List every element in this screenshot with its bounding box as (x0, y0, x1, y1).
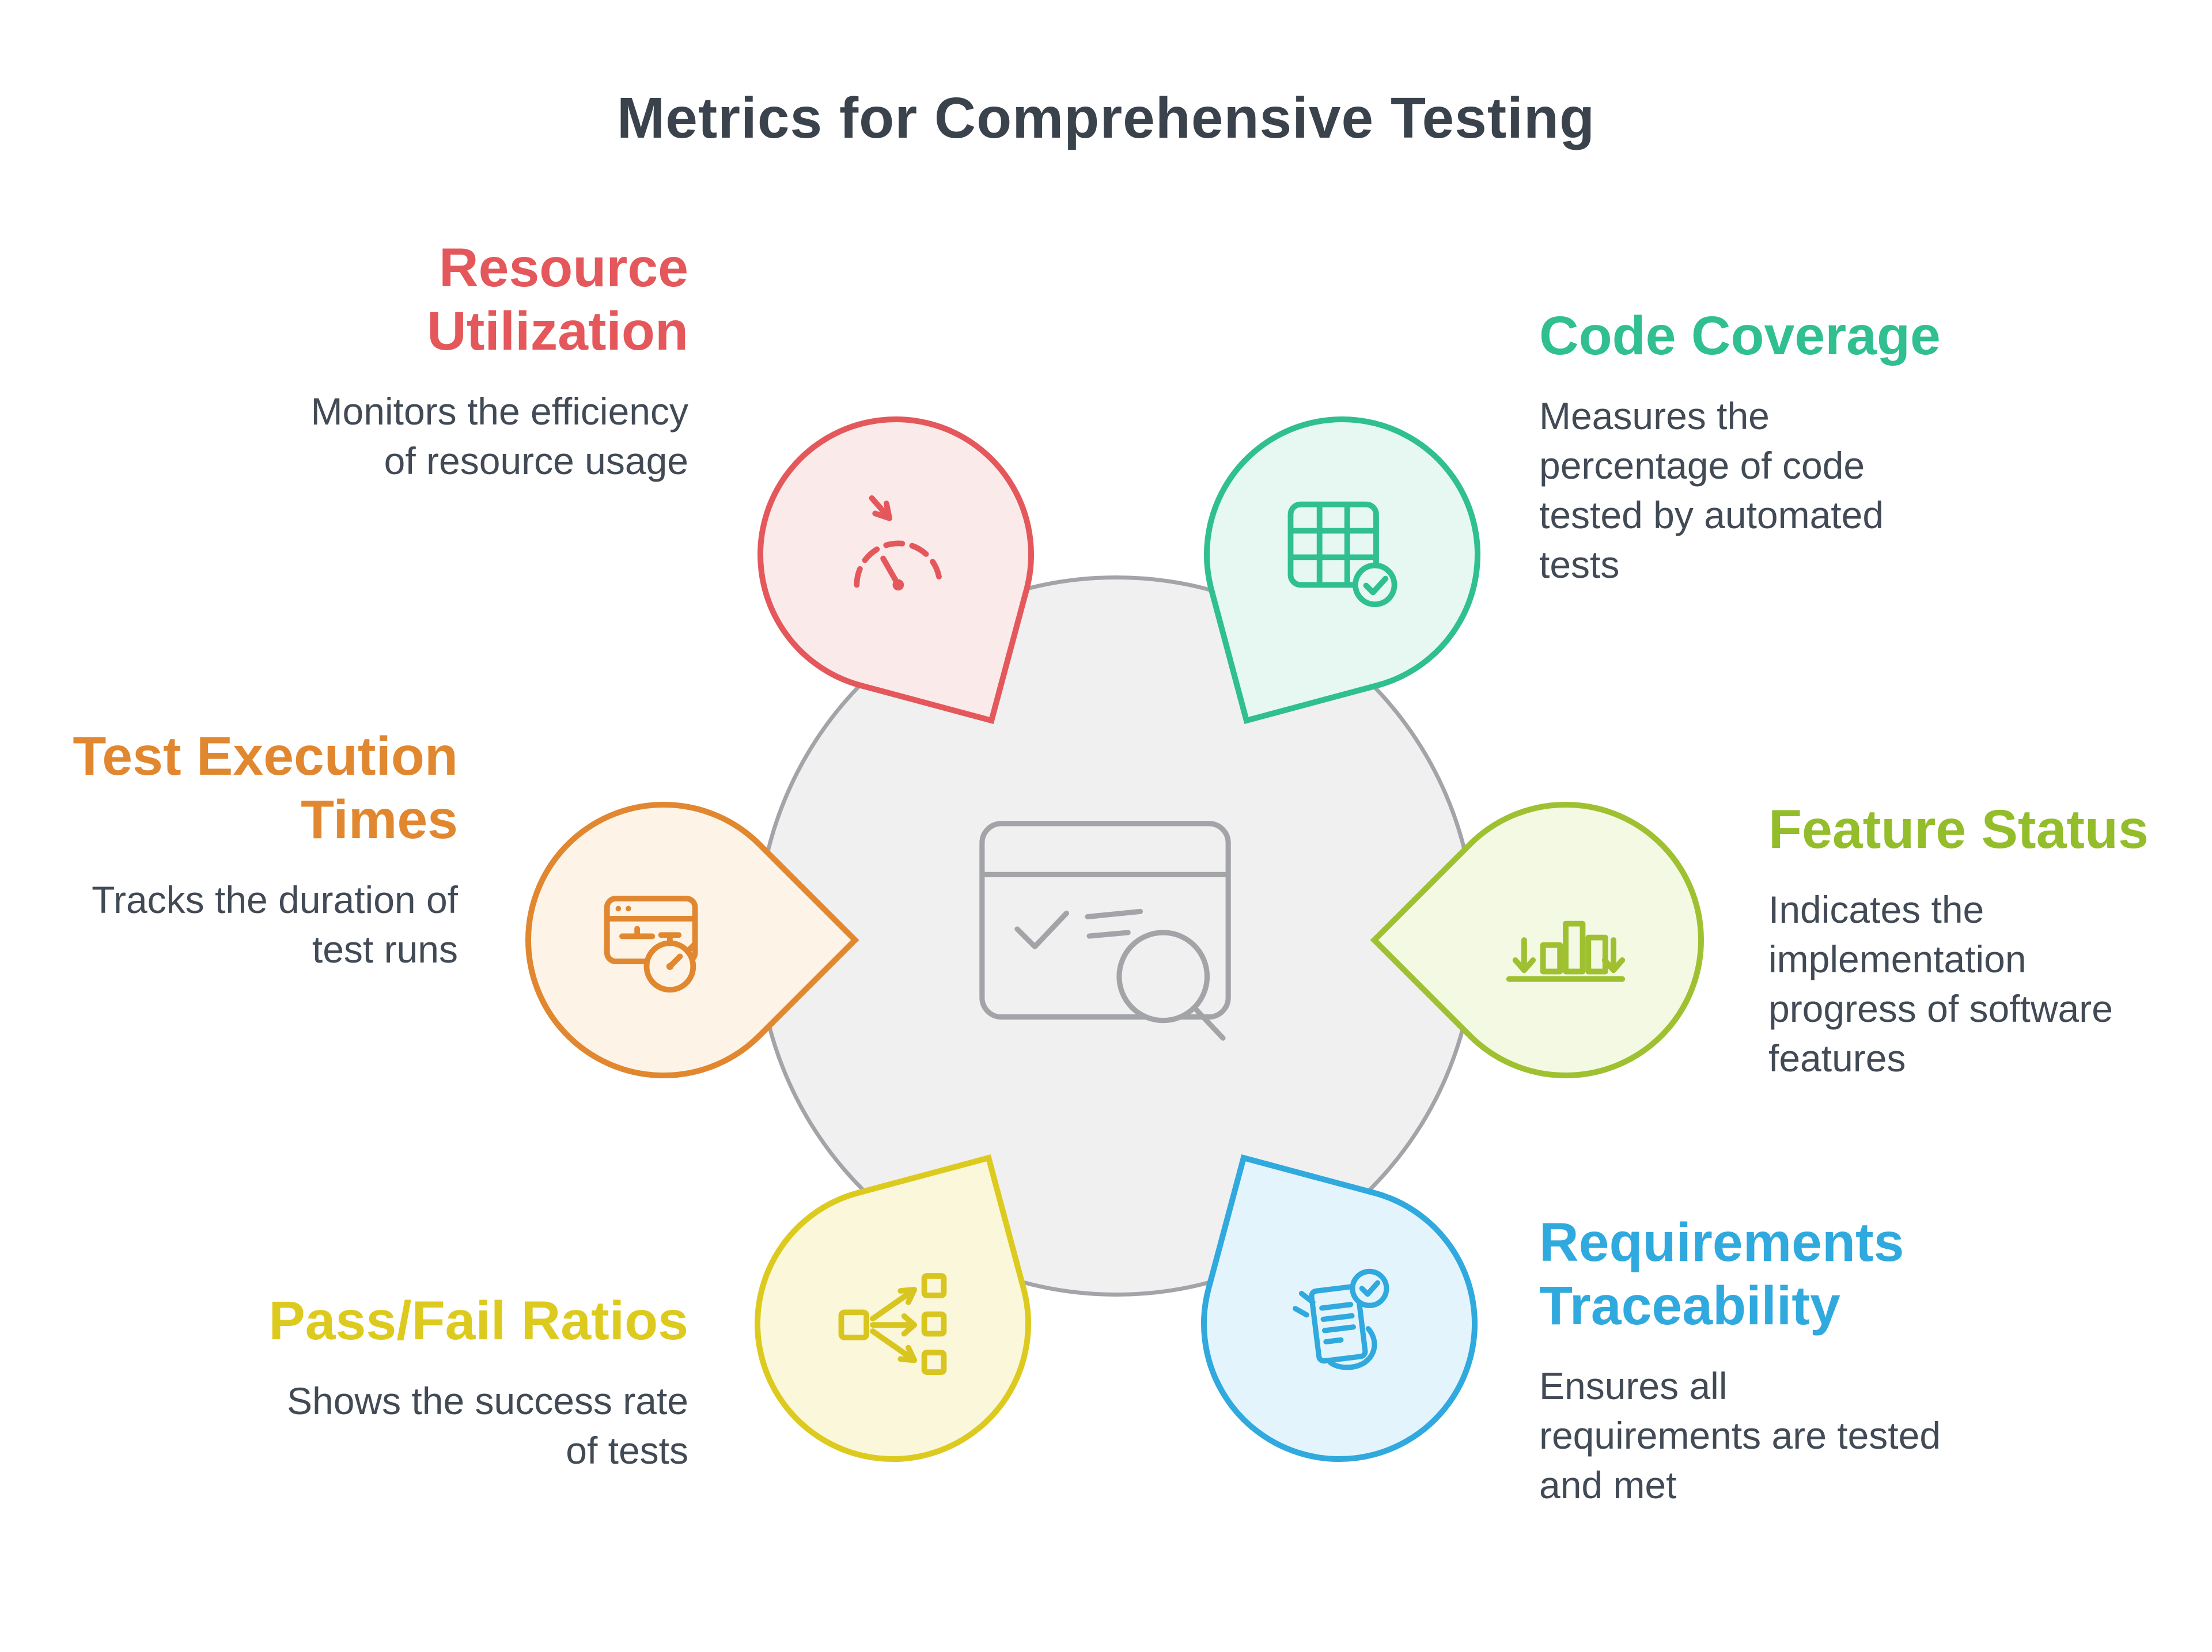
metric-description: Measures the percentage of code tested b… (1539, 395, 1884, 586)
metric-pin-requirements-traceability (1170, 1154, 1509, 1493)
metric-pin-feature-status (1370, 744, 1762, 1136)
metric-description: Ensures all requirements are tested and … (1539, 1365, 1941, 1506)
metric-label-resource-utilization: Resource Utilization Monitors the effici… (311, 236, 688, 486)
metric-heading: Test Execution Times (73, 726, 458, 851)
metric-pin-code-coverage (1173, 385, 1512, 724)
metric-heading: Code Coverage (1539, 305, 1941, 366)
metric-description: Monitors the efficiency of resource usag… (310, 390, 688, 483)
requirements-doc-check-icon (1292, 1268, 1389, 1370)
branch-results-icon (838, 1273, 947, 1375)
pin-icon-wrap (1210, 422, 1475, 687)
metric-heading: Resource Utilization (427, 237, 688, 362)
metric-pin-test-execution-times (468, 744, 859, 1136)
metric-pin-pass-fail-ratios (724, 1154, 1062, 1493)
pin-icon-wrap (1433, 808, 1698, 1073)
browser-stopwatch-icon (604, 896, 698, 993)
metric-heading: Feature Status (1768, 799, 2149, 860)
metric-heading: Requirements Traceability (1539, 1212, 1904, 1337)
metric-label-pass-fail-ratios: Pass/Fail Ratios Shows the success rate … (268, 1289, 688, 1476)
pin-icon-wrap (760, 1191, 1025, 1456)
gauge-arrow-icon (854, 495, 943, 591)
metric-label-code-coverage: Code Coverage Measures the percentage of… (1539, 304, 1941, 589)
pin-icon-wrap (1207, 1191, 1472, 1456)
test-report-search-icon (979, 821, 1231, 1041)
metric-description: Indicates the implementation progress of… (1768, 888, 2113, 1079)
page-title: Metrics for Comprehensive Testing (616, 86, 1596, 150)
pin-icon-wrap (763, 422, 1028, 687)
bar-chart-arrows-icon (1506, 920, 1626, 982)
coverage-grid-check-icon (1287, 501, 1397, 608)
metric-label-feature-status: Feature Status Indicates the implementat… (1768, 798, 2149, 1083)
metric-pin-resource-utilization (726, 385, 1065, 724)
pin-icon-wrap (531, 808, 796, 1073)
metric-label-requirements-traceability: Requirements Traceability Ensures all re… (1539, 1211, 1941, 1510)
metric-label-test-execution-times: Test Execution Times Tracks the duration… (73, 725, 458, 975)
metric-heading: Pass/Fail Ratios (268, 1290, 688, 1351)
metric-description: Shows the success rate of tests (287, 1380, 688, 1472)
metric-description: Tracks the duration of test runs (92, 878, 458, 971)
